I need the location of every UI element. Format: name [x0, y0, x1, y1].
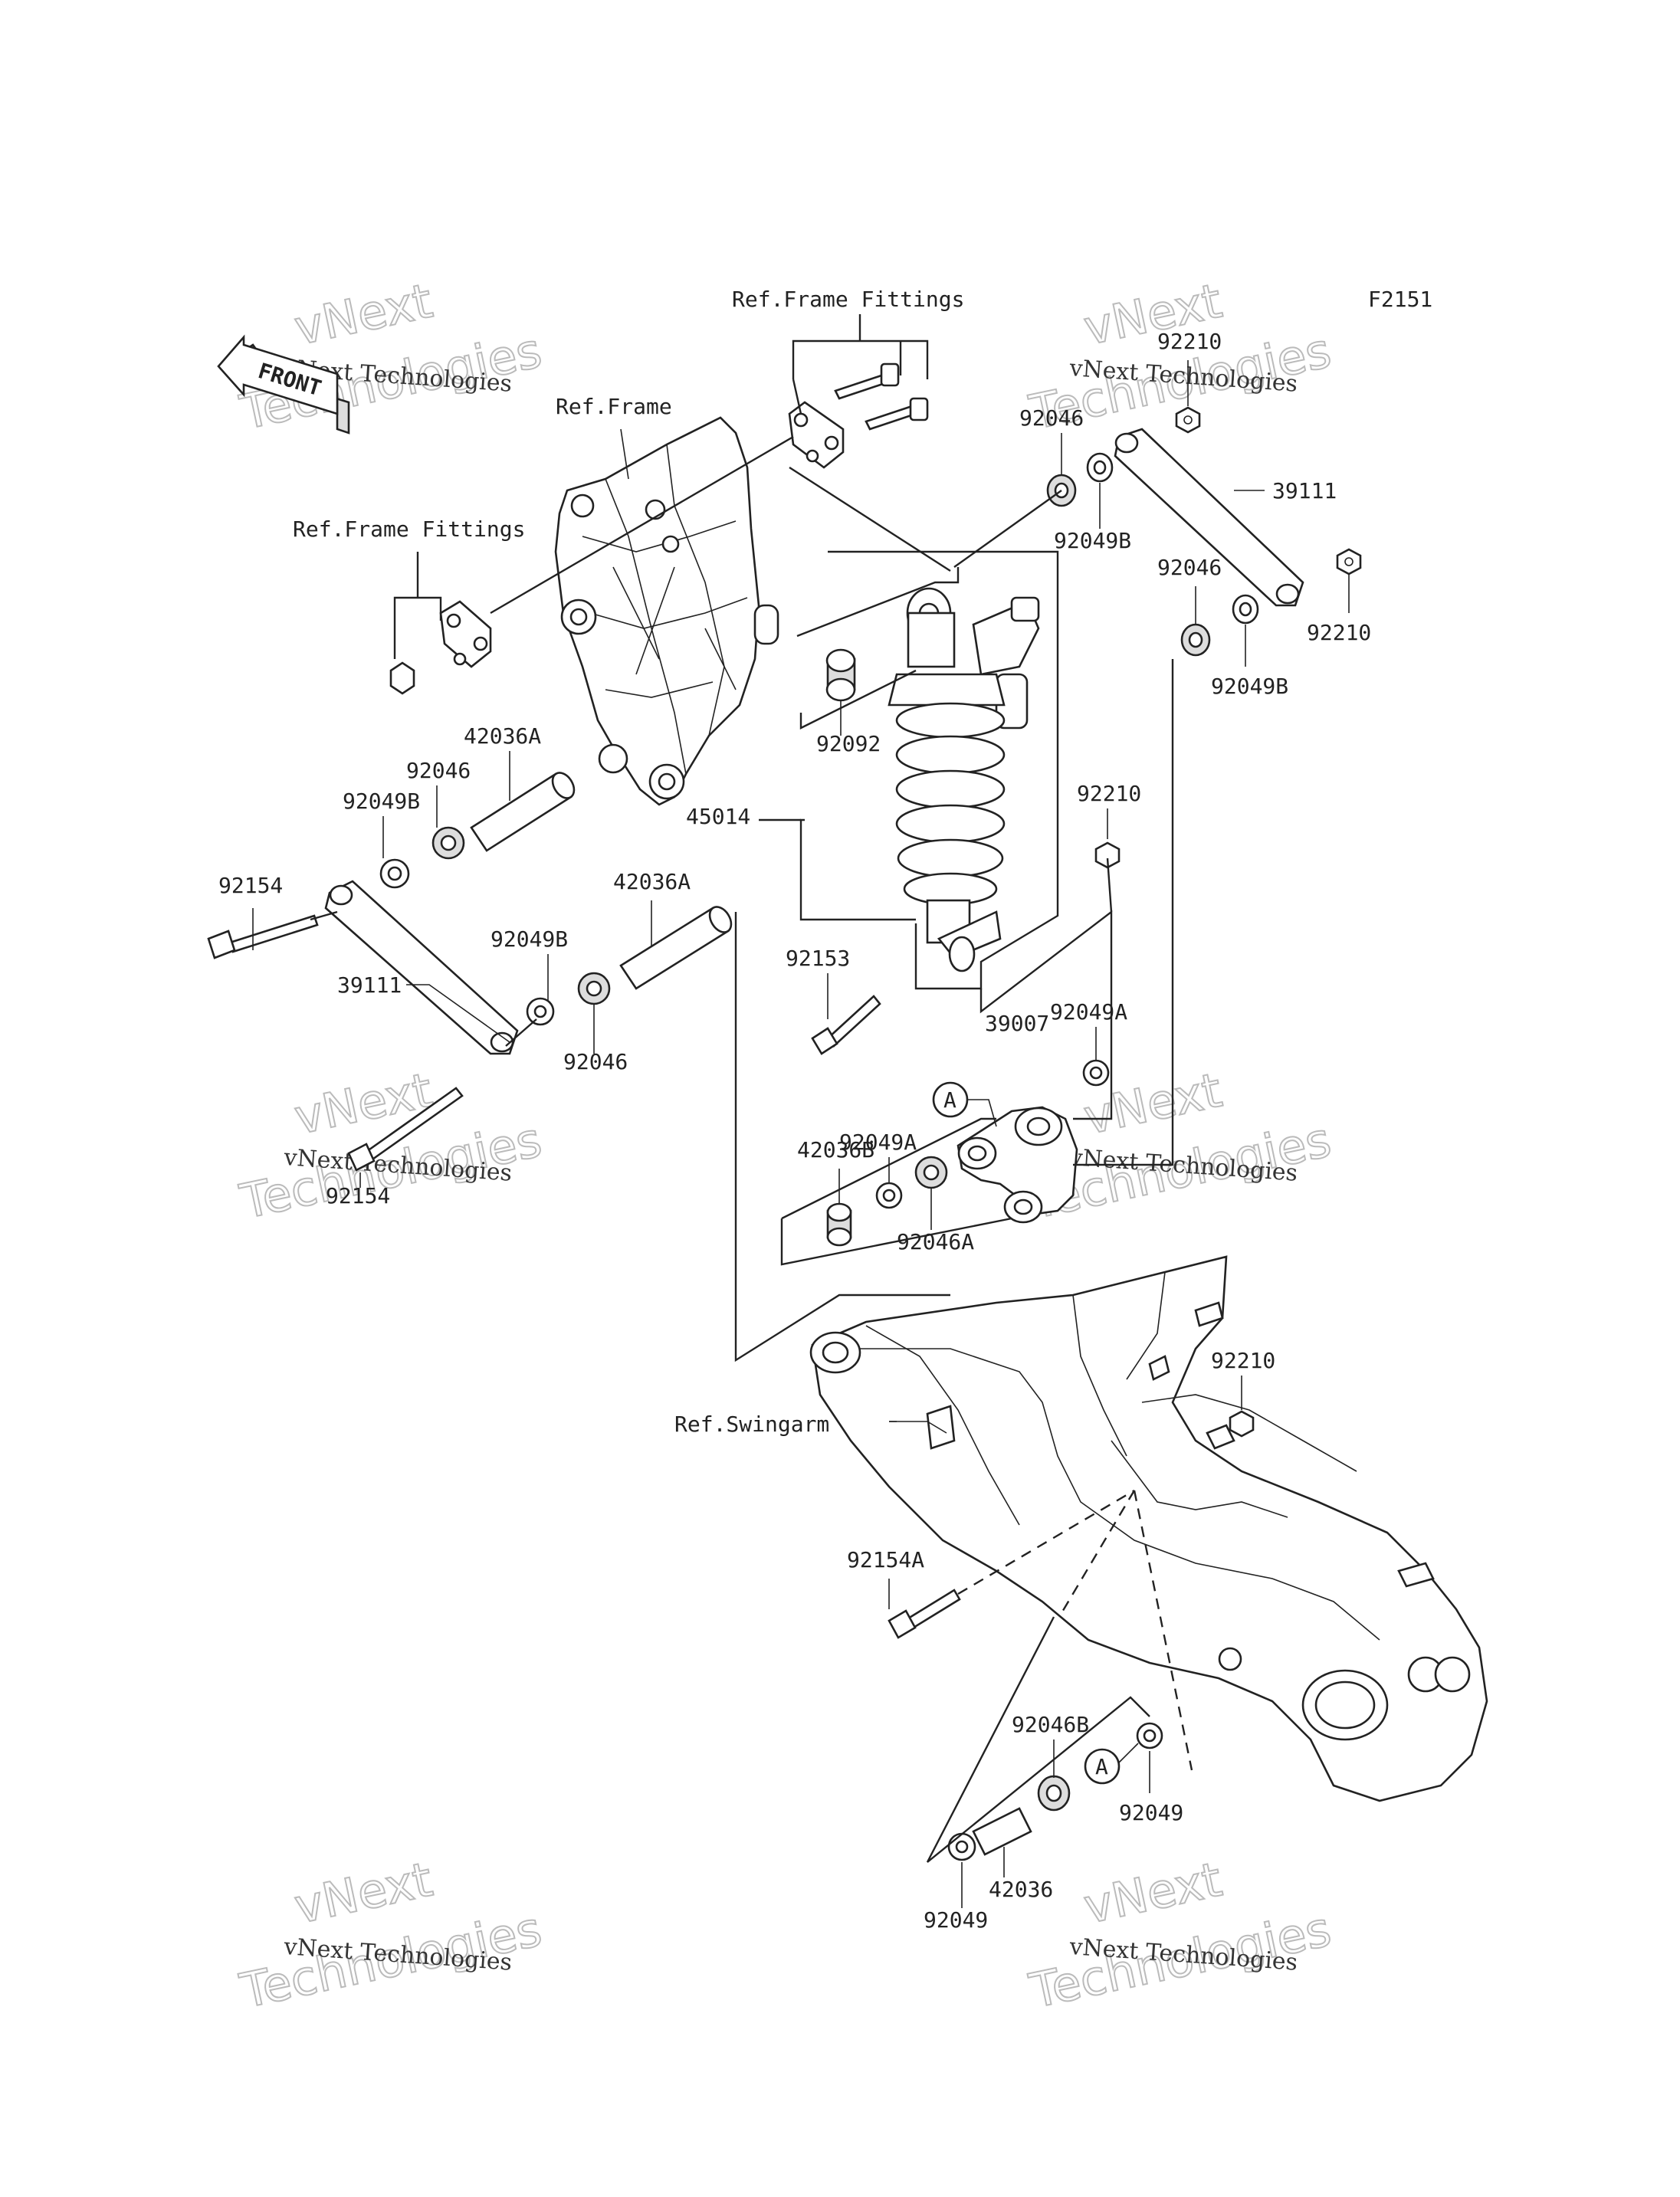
label-92046-d: 92046 — [563, 1049, 628, 1074]
label-39111-b: 39111 — [337, 972, 402, 998]
label-92046-b: 92046 — [1157, 555, 1222, 580]
tie-rod-left — [324, 880, 519, 1055]
label-ref-swingarm: Ref.Swingarm — [674, 1412, 829, 1437]
leader-lines — [252, 314, 1350, 1908]
callout-a-1: A — [932, 1081, 969, 1118]
label-45014: 45014 — [686, 804, 750, 829]
label-92092: 92092 — [816, 731, 881, 756]
label-ref-frame-fittings-top: Ref.Frame Fittings — [732, 287, 964, 312]
label-92046A: 92046A — [897, 1229, 974, 1254]
seal-92049B-c — [379, 858, 410, 889]
frame-fitting-top — [788, 362, 929, 469]
label-92049A-b: 92049A — [839, 1130, 917, 1155]
label-92210-d: 92210 — [1211, 1348, 1275, 1373]
watermark-bottom-left: vNext Technologies vNext Technologies — [235, 1851, 547, 2020]
label-92154-b: 92154 — [326, 1183, 390, 1208]
label-92210-a: 92210 — [1157, 329, 1222, 354]
svg-text:vNext: vNext — [290, 1062, 437, 1146]
frame-fitting-left — [389, 600, 492, 695]
sleeve-42036 — [972, 1807, 1032, 1856]
seal-92049-b — [947, 1832, 976, 1861]
seal-92049A-a — [1082, 1059, 1110, 1087]
diagram-code: F2151 — [1368, 287, 1432, 312]
rocker-arm — [956, 1106, 1078, 1224]
label-92049B-a: 92049B — [1054, 528, 1131, 553]
label-92046-a: 92046 — [1019, 405, 1084, 431]
label-92049-a: 92049 — [1119, 1800, 1183, 1825]
collar-42036B — [826, 1202, 852, 1247]
nut-92210-a — [1175, 406, 1201, 434]
label-92049A-a: 92049A — [1050, 999, 1127, 1025]
seal-92049-a — [1136, 1722, 1163, 1749]
seal-92049B-b — [1232, 594, 1259, 625]
svg-text:vNext: vNext — [1079, 1851, 1226, 1935]
label-92210-b: 92210 — [1307, 620, 1371, 645]
nut-92210-c — [1094, 841, 1121, 869]
bearing-92046-d — [577, 972, 611, 1005]
label-92049B-b: 92049B — [1211, 674, 1288, 699]
shock-absorber — [888, 587, 1040, 972]
bolt-92154-a — [207, 914, 319, 959]
label-92049B-d: 92049B — [491, 926, 568, 952]
frame-bracket — [554, 416, 779, 806]
sleeve-42036A-b — [619, 906, 733, 990]
label-42036B: 42036B — [797, 1137, 874, 1162]
bearing-92046-c — [431, 826, 465, 860]
label-92049-b: 92049 — [924, 1907, 988, 1933]
label-92046B: 92046B — [1012, 1712, 1089, 1737]
seal-92049A-b — [875, 1182, 903, 1209]
nut-92210-b — [1336, 548, 1362, 575]
watermark-bottom-right: vNext Technologies vNext Technologies — [1024, 1851, 1337, 2020]
svg-text:A: A — [943, 1087, 956, 1113]
sleeve-42036A-a — [470, 772, 576, 852]
seal-92049B-a — [1086, 452, 1114, 483]
bolt-92153 — [811, 995, 881, 1055]
label-42036A-b: 42036A — [613, 869, 691, 894]
label-ref-frame: Ref.Frame — [556, 394, 672, 419]
label-ref-frame-fittings-left: Ref.Frame Fittings — [293, 516, 525, 542]
label-92153: 92153 — [786, 946, 850, 971]
bolt-92154A — [888, 1589, 961, 1639]
label-92049B-c: 92049B — [343, 789, 420, 814]
callout-a-2: A — [1084, 1748, 1121, 1785]
bearing-92046B — [1037, 1775, 1071, 1812]
collar-92092 — [825, 648, 856, 702]
seal-92049B-d — [526, 997, 555, 1026]
nut-92210-d — [1229, 1410, 1255, 1438]
swingarm — [809, 1255, 1488, 1802]
svg-text:vNext: vNext — [290, 273, 437, 356]
label-42036: 42036 — [989, 1877, 1053, 1902]
bearing-92046A — [914, 1156, 948, 1189]
label-42036A-a: 42036A — [464, 723, 541, 749]
label-39007: 39007 — [985, 1011, 1049, 1036]
label-92046-c: 92046 — [406, 758, 471, 783]
svg-text:A: A — [1095, 1754, 1108, 1779]
label-92154-a: 92154 — [218, 873, 283, 898]
tie-rod-right — [1114, 428, 1304, 607]
svg-text:vNext: vNext — [290, 1851, 437, 1935]
part-labels: Ref.Frame Fittings Ref.Frame Ref.Frame F… — [218, 287, 1371, 1933]
bearing-92046-b — [1180, 623, 1211, 657]
label-92154A: 92154A — [847, 1547, 924, 1572]
label-39111-a: 39111 — [1272, 478, 1337, 503]
bolt-92154-b — [347, 1087, 464, 1172]
label-92210-c: 92210 — [1077, 781, 1141, 806]
